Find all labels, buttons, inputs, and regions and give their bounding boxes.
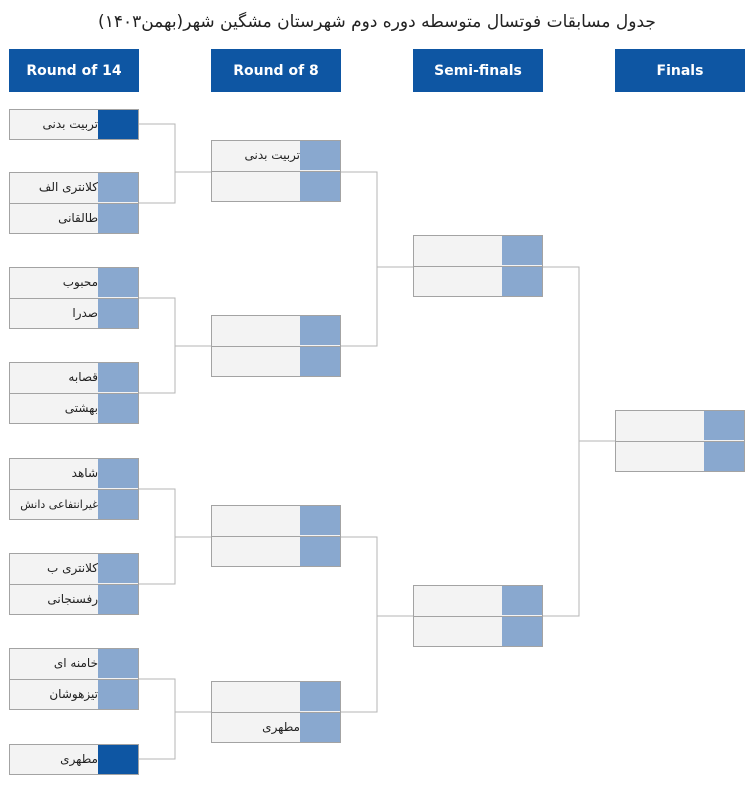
team-name — [212, 347, 300, 376]
score-box — [98, 299, 138, 328]
score-box — [704, 411, 744, 440]
score-box — [300, 141, 340, 170]
score-box — [98, 268, 138, 297]
score-box — [502, 236, 542, 265]
round14-slot-10[interactable]: کلانتری ب — [9, 553, 139, 584]
team-name — [616, 442, 704, 471]
team-name — [616, 411, 704, 440]
team-name: رفسنجانی — [47, 592, 98, 606]
team-name: تربیت بدنی — [244, 148, 301, 162]
header-round-of-8: Round of 8 — [211, 49, 341, 92]
team-name: قصابه — [68, 370, 98, 384]
score-box — [300, 682, 340, 711]
score-box — [300, 347, 340, 376]
team-name: شاهد — [71, 466, 98, 480]
score-box — [98, 680, 138, 709]
team-name — [212, 316, 300, 345]
semi-slot-1[interactable] — [413, 235, 543, 266]
score-box — [98, 554, 138, 583]
team-name: کلانتری ب — [47, 561, 98, 575]
round14-slot-14[interactable]: مطهری — [9, 744, 139, 775]
team-name: مطهری — [60, 752, 98, 766]
score-box — [98, 649, 138, 678]
score-box — [300, 713, 340, 742]
score-box — [300, 316, 340, 345]
score-box — [98, 585, 138, 614]
score-box — [98, 110, 138, 139]
score-box — [98, 459, 138, 488]
round14-slot-4[interactable]: محبوب — [9, 267, 139, 298]
final-slot-2[interactable] — [615, 441, 745, 472]
team-name: کلانتری الف — [38, 180, 98, 194]
round14-slot-3[interactable]: طالقانی — [9, 203, 139, 234]
round14-slot-8[interactable]: شاهد — [9, 458, 139, 489]
team-name: محبوب — [62, 275, 98, 289]
team-name: تیزهوشان — [49, 687, 98, 701]
score-box — [300, 506, 340, 535]
score-box — [300, 172, 340, 201]
team-name — [212, 172, 300, 201]
header-round-of-14: Round of 14 — [9, 49, 139, 92]
team-name: خامنه ای — [53, 656, 98, 670]
round14-slot-6[interactable]: قصابه — [9, 362, 139, 393]
round8-slot-8[interactable]: مطهری — [211, 712, 341, 743]
team-name — [212, 682, 300, 711]
team-name: طالقانی — [58, 211, 98, 225]
round14-slot-5[interactable]: صدرا — [9, 298, 139, 329]
team-name — [414, 236, 502, 265]
round14-slot-2[interactable]: کلانتری الف — [9, 172, 139, 203]
round8-slot-5[interactable] — [211, 505, 341, 536]
final-slot-1[interactable] — [615, 410, 745, 441]
round14-slot-13[interactable]: تیزهوشان — [9, 679, 139, 710]
team-name — [414, 617, 502, 646]
team-name: بهشتی — [64, 401, 98, 415]
round14-slot-7[interactable]: بهشتی — [9, 393, 139, 424]
team-name — [414, 267, 502, 296]
team-name — [212, 506, 300, 535]
round8-slot-4[interactable] — [211, 346, 341, 377]
team-name — [414, 586, 502, 615]
semi-slot-4[interactable] — [413, 616, 543, 647]
header-finals: Finals — [615, 49, 745, 92]
score-box — [98, 745, 138, 774]
score-box — [502, 617, 542, 646]
team-name: مطهری — [262, 720, 300, 734]
round14-slot-12[interactable]: خامنه ای — [9, 648, 139, 679]
score-box — [502, 267, 542, 296]
score-box — [502, 586, 542, 615]
round14-slot-9[interactable]: غیرانتفاعی دانش — [9, 489, 139, 520]
round8-slot-7[interactable] — [211, 681, 341, 712]
score-box — [98, 363, 138, 392]
round8-slot-6[interactable] — [211, 536, 341, 567]
semi-slot-3[interactable] — [413, 585, 543, 616]
team-name — [212, 537, 300, 566]
score-box — [98, 173, 138, 202]
score-box — [98, 394, 138, 423]
semi-slot-2[interactable] — [413, 266, 543, 297]
round8-slot-3[interactable] — [211, 315, 341, 346]
score-box — [704, 442, 744, 471]
team-name: صدرا — [72, 306, 98, 320]
team-name: غیرانتفاعی دانش — [20, 498, 98, 511]
round14-slot-1[interactable]: تربیت بدنی — [9, 109, 139, 140]
round8-slot-2[interactable] — [211, 171, 341, 202]
page-title: جدول مسابقات فوتسال متوسطه دوره دوم شهرس… — [98, 12, 656, 32]
round8-slot-1[interactable]: تربیت بدنی — [211, 140, 341, 171]
score-box — [98, 204, 138, 233]
header-semi-finals: Semi-finals — [413, 49, 543, 92]
score-box — [300, 537, 340, 566]
score-box — [98, 490, 138, 519]
team-name: تربیت بدنی — [42, 117, 99, 131]
round14-slot-11[interactable]: رفسنجانی — [9, 584, 139, 615]
